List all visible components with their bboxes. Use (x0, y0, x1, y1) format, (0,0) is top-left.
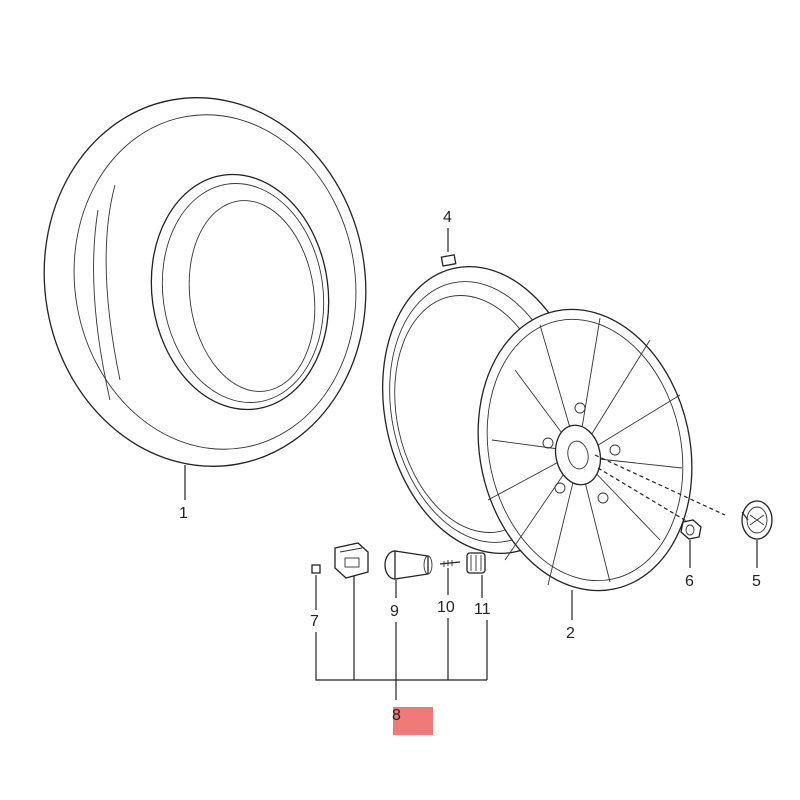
callout-6: 6 (685, 573, 694, 590)
tpms-sensor[interactable] (334, 542, 369, 579)
callout-2: 2 (566, 625, 575, 642)
callout-11: 11 (474, 601, 491, 618)
callout-4: 4 (443, 209, 452, 226)
callout-1: 1 (179, 505, 188, 522)
tpms-screw[interactable] (311, 564, 321, 574)
highlight-box (393, 707, 433, 735)
valve-cap[interactable] (466, 552, 486, 574)
callout-8: 8 (392, 707, 401, 724)
callout-5: 5 (752, 573, 761, 590)
valve-stem[interactable] (384, 550, 433, 580)
callout-7: 7 (310, 613, 319, 630)
leader-lines (184, 465, 758, 700)
tire[interactable] (15, 72, 394, 492)
center-cap[interactable] (741, 500, 773, 540)
lug-nut[interactable] (680, 519, 702, 540)
wheel-weight-clip[interactable] (440, 228, 457, 267)
wheel-rim[interactable] (357, 247, 726, 610)
callout-9: 9 (390, 603, 399, 620)
wheel-spokes (487, 317, 683, 586)
valve-core[interactable] (439, 560, 461, 567)
callout-10: 10 (437, 599, 455, 616)
